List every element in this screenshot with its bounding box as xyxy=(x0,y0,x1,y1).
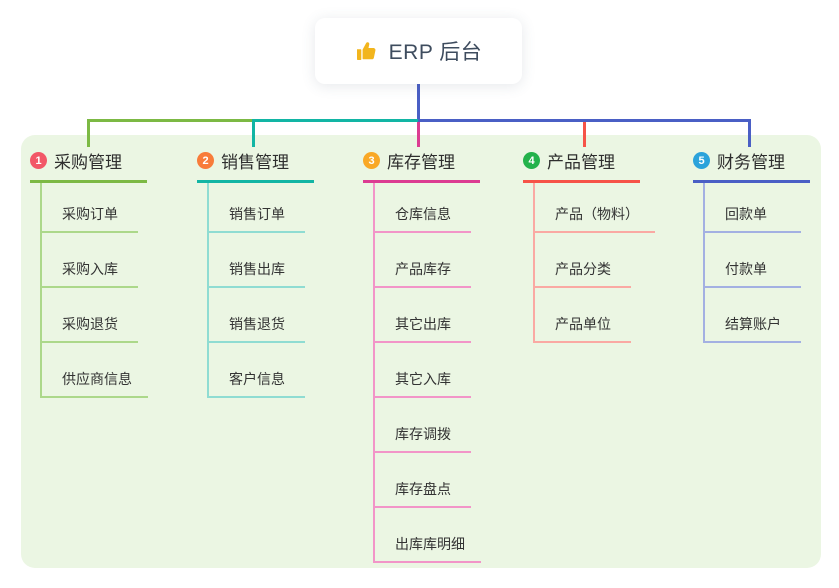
branch-inventory: 3 库存管理 仓库信息 产品库存 其它出库 其它入库 库存调拨 库存盘点 出库库… xyxy=(363,148,481,563)
branch-title-product[interactable]: 4 产品管理 xyxy=(523,148,640,183)
node-payment-bill[interactable]: 付款单 xyxy=(705,233,801,288)
node-stock-count[interactable]: 库存盘点 xyxy=(375,453,471,508)
branch-number-badge: 1 xyxy=(30,152,47,169)
branch-label: 财务管理 xyxy=(717,153,785,172)
branch-title-purchase[interactable]: 1 采购管理 xyxy=(30,148,147,183)
branch-number-badge: 5 xyxy=(693,152,710,169)
branches-background-panel xyxy=(21,135,821,568)
node-product-material[interactable]: 产品（物料） xyxy=(535,183,655,233)
thumbs-up-icon xyxy=(355,39,379,63)
node-supplier-info[interactable]: 供应商信息 xyxy=(42,343,148,398)
branch-items-purchase: 采购订单 采购入库 采购退货 供应商信息 xyxy=(40,183,148,398)
branch-number-badge: 3 xyxy=(363,152,380,169)
node-settlement-account[interactable]: 结算账户 xyxy=(705,288,801,343)
node-purchase-order[interactable]: 采购订单 xyxy=(42,183,138,233)
branch-finance: 5 财务管理 回款单 付款单 结算账户 xyxy=(693,148,810,343)
node-outbound-detail[interactable]: 出库库明细 xyxy=(375,508,481,563)
branch-number-badge: 4 xyxy=(523,152,540,169)
node-product-category[interactable]: 产品分类 xyxy=(535,233,631,288)
connector-bus-blue xyxy=(418,119,751,122)
branch-items-product: 产品（物料） 产品分类 产品单位 xyxy=(533,183,655,343)
node-sales-outbound[interactable]: 销售出库 xyxy=(209,233,305,288)
node-purchase-inbound[interactable]: 采购入库 xyxy=(42,233,138,288)
node-sales-order[interactable]: 销售订单 xyxy=(209,183,305,233)
node-warehouse-info[interactable]: 仓库信息 xyxy=(375,183,471,233)
node-other-inbound[interactable]: 其它入库 xyxy=(375,343,471,398)
connector-drop-finance xyxy=(748,119,751,147)
branch-product: 4 产品管理 产品（物料） 产品分类 产品单位 xyxy=(523,148,655,343)
connector-drop-purchase xyxy=(87,119,90,147)
branch-purchase: 1 采购管理 采购订单 采购入库 采购退货 供应商信息 xyxy=(30,148,148,398)
branch-sales: 2 销售管理 销售订单 销售出库 销售退货 客户信息 xyxy=(197,148,314,398)
connector-bus-teal xyxy=(253,119,418,122)
branch-items-inventory: 仓库信息 产品库存 其它出库 其它入库 库存调拨 库存盘点 出库库明细 xyxy=(373,183,481,563)
node-stock-transfer[interactable]: 库存调拨 xyxy=(375,398,471,453)
connector-drop-product xyxy=(583,122,586,147)
node-receipt-bill[interactable]: 回款单 xyxy=(705,183,801,233)
node-purchase-return[interactable]: 采购退货 xyxy=(42,288,138,343)
branch-title-finance[interactable]: 5 财务管理 xyxy=(693,148,810,183)
branch-label: 采购管理 xyxy=(54,153,122,172)
branch-title-inventory[interactable]: 3 库存管理 xyxy=(363,148,480,183)
node-sales-return[interactable]: 销售退货 xyxy=(209,288,305,343)
node-product-stock[interactable]: 产品库存 xyxy=(375,233,471,288)
branch-items-finance: 回款单 付款单 结算账户 xyxy=(703,183,801,343)
branch-title-sales[interactable]: 2 销售管理 xyxy=(197,148,314,183)
connector-bus-green xyxy=(87,119,255,122)
connector-drop-inventory xyxy=(417,122,420,147)
branch-number-badge: 2 xyxy=(197,152,214,169)
node-product-unit[interactable]: 产品单位 xyxy=(535,288,631,343)
branch-label: 销售管理 xyxy=(221,153,289,172)
root-node-erp[interactable]: ERP 后台 xyxy=(315,18,522,84)
connector-drop-sales xyxy=(252,119,255,147)
branch-items-sales: 销售订单 销售出库 销售退货 客户信息 xyxy=(207,183,305,398)
branch-label: 库存管理 xyxy=(387,153,455,172)
branch-label: 产品管理 xyxy=(547,153,615,172)
connector-root-line xyxy=(417,84,420,121)
node-other-outbound[interactable]: 其它出库 xyxy=(375,288,471,343)
root-node-title: ERP 后台 xyxy=(388,41,483,64)
node-customer-info[interactable]: 客户信息 xyxy=(209,343,305,398)
